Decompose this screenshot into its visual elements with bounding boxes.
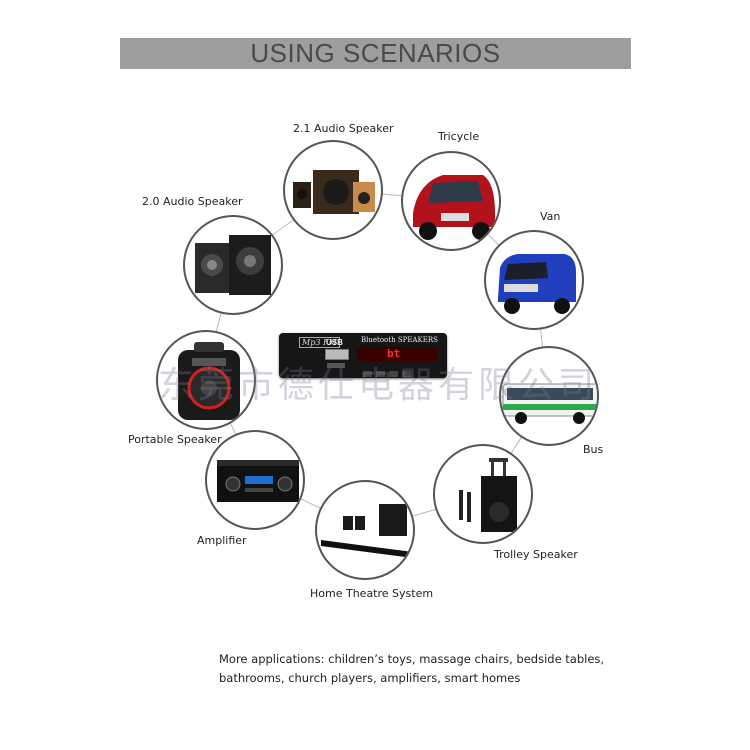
display-text: bt bbox=[387, 347, 401, 360]
scenario-amplifier-image bbox=[205, 430, 305, 530]
mp3-fm-label: Mp3 FM bbox=[299, 337, 340, 348]
section-header: USING SCENARIOS bbox=[120, 38, 631, 69]
mode-button-icon bbox=[402, 371, 411, 377]
usb-label: USB bbox=[326, 338, 343, 347]
scenario-van-image bbox=[484, 230, 584, 330]
label-audio21: 2.1 Audio Speaker bbox=[293, 122, 394, 135]
sd-slot-icon bbox=[327, 363, 345, 368]
scenario-audio21-image bbox=[283, 140, 383, 240]
header-title: USING SCENARIOS bbox=[250, 38, 501, 68]
label-audio20: 2.0 Audio Speaker bbox=[142, 195, 243, 208]
brand-label: Bluetooth SPEAKERS bbox=[361, 336, 438, 344]
prev-button-icon bbox=[363, 371, 372, 377]
label-portable: Portable Speaker bbox=[128, 433, 222, 446]
play-button-icon bbox=[376, 371, 385, 377]
scenario-portable-image bbox=[156, 330, 256, 430]
label-hometheatre: Home Theatre System bbox=[310, 587, 434, 600]
footer-line-2: bathrooms, church players, amplifiers, s… bbox=[219, 671, 521, 685]
usb-port-icon bbox=[325, 349, 349, 360]
scenario-tricycle-image bbox=[401, 151, 501, 251]
scenario-audio20-image bbox=[183, 215, 283, 315]
led-display: bt bbox=[357, 347, 437, 361]
next-button-icon bbox=[389, 371, 398, 377]
label-tricycle: Tricycle bbox=[438, 130, 480, 143]
control-buttons bbox=[363, 364, 433, 377]
scenario-bus-image bbox=[499, 346, 599, 446]
label-trolley: Trolley Speaker bbox=[494, 548, 578, 561]
label-bus: Bus bbox=[583, 443, 604, 456]
label-van: Van bbox=[540, 210, 561, 223]
scenario-trolley-image bbox=[433, 444, 533, 544]
footer-line-1: More applications: children’s toys, mass… bbox=[219, 652, 605, 666]
label-amplifier: Amplifier bbox=[197, 534, 247, 547]
more-applications-text: More applications: children’s toys, mass… bbox=[219, 650, 604, 688]
watermark-text: 东莞市德仕电器有限公司 bbox=[158, 365, 599, 406]
scenario-hometheatre-image bbox=[315, 480, 415, 580]
bluetooth-mp3-module: Mp3 FM USB Bluetooth SPEAKERS bt bbox=[279, 333, 447, 378]
